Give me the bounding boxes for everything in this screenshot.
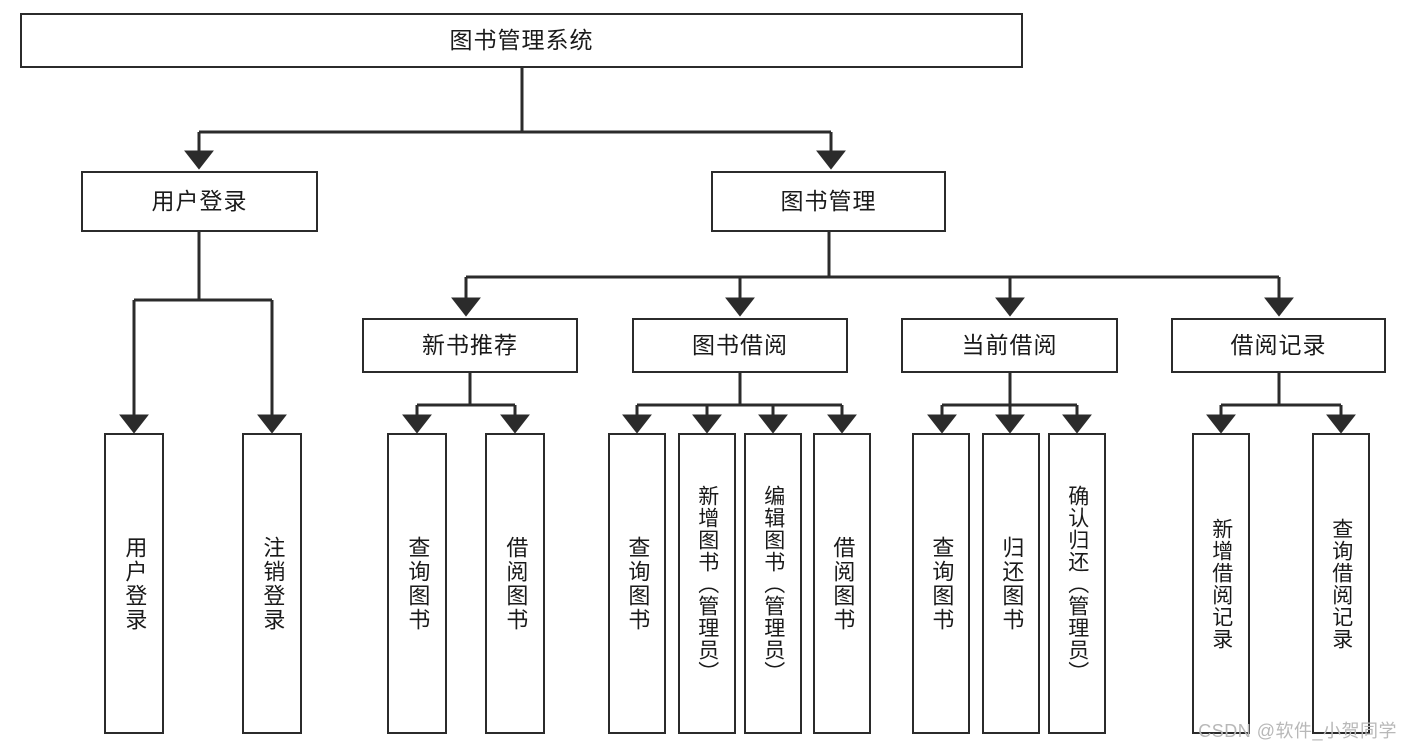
leaf-label: 用户登录 (122, 535, 148, 632)
leaf-label: 注销登录 (260, 535, 286, 632)
leaf-label: 借阅图书 (503, 535, 529, 632)
node-book-management[interactable]: 图书管理 (711, 171, 946, 232)
node-book-borrow-label: 图书借阅 (692, 331, 788, 358)
leaf-user-login-signin[interactable]: 用户登录 (104, 433, 164, 734)
leaf-label: 查询图书 (929, 535, 955, 632)
leaf-label: 新增借阅记录 (1209, 517, 1233, 650)
leaf-label: 确认归还（管理员） (1065, 484, 1089, 683)
leaf-label: 编辑图书（管理员） (761, 484, 785, 683)
node-new-book-recommend[interactable]: 新书推荐 (362, 318, 578, 373)
leaf-new-book-borrow[interactable]: 借阅图书 (485, 433, 545, 734)
node-user-login[interactable]: 用户登录 (81, 171, 318, 232)
leaf-current-confirm-return-admin[interactable]: 确认归还（管理员） (1048, 433, 1106, 734)
leaf-label: 查询图书 (405, 535, 431, 632)
leaf-new-book-query[interactable]: 查询图书 (387, 433, 447, 734)
node-root-label: 图书管理系统 (449, 26, 594, 53)
node-user-login-label: 用户登录 (151, 187, 248, 214)
leaf-current-query-book[interactable]: 查询图书 (912, 433, 970, 734)
leaf-label: 查询图书 (625, 535, 651, 632)
watermark: CSDN @软件_小贺同学 (1198, 721, 1397, 741)
node-book-borrow[interactable]: 图书借阅 (632, 318, 848, 373)
leaf-borrow-edit-book-admin[interactable]: 编辑图书（管理员） (744, 433, 802, 734)
leaf-record-query-borrow-record[interactable]: 查询借阅记录 (1312, 433, 1370, 734)
node-borrow-record[interactable]: 借阅记录 (1171, 318, 1386, 373)
node-borrow-record-label: 借阅记录 (1230, 331, 1327, 358)
leaf-label: 新增图书（管理员） (695, 484, 719, 683)
node-root[interactable]: 图书管理系统 (20, 13, 1023, 68)
leaf-label: 借阅图书 (830, 535, 856, 632)
node-new-book-recommend-label: 新书推荐 (422, 331, 518, 358)
node-book-management-label: 图书管理 (780, 187, 877, 214)
leaf-record-add-borrow-record[interactable]: 新增借阅记录 (1192, 433, 1250, 734)
leaf-borrow-borrow-book[interactable]: 借阅图书 (813, 433, 871, 734)
node-current-borrow[interactable]: 当前借阅 (901, 318, 1118, 373)
leaf-user-login-signout[interactable]: 注销登录 (242, 433, 302, 734)
leaf-current-return-book[interactable]: 归还图书 (982, 433, 1040, 734)
leaf-label: 查询借阅记录 (1329, 517, 1353, 650)
leaf-borrow-query-book[interactable]: 查询图书 (608, 433, 666, 734)
node-current-borrow-label: 当前借阅 (961, 331, 1058, 358)
leaf-borrow-add-book-admin[interactable]: 新增图书（管理员） (678, 433, 736, 734)
leaf-label: 归还图书 (999, 535, 1025, 632)
